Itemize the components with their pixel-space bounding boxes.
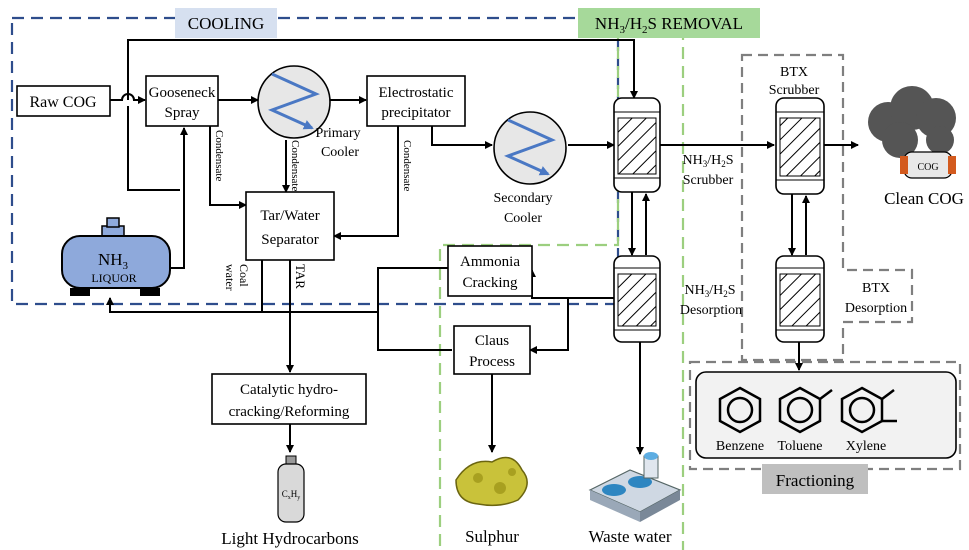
fractioning-label: Fractioning bbox=[776, 471, 855, 490]
toluene-label: Toluene bbox=[778, 439, 823, 454]
svg-text:Desorption: Desorption bbox=[680, 303, 742, 318]
gooseneck-spray-box: Gooseneck Spray bbox=[145, 75, 219, 127]
tar-label: TAR bbox=[293, 264, 308, 289]
xylene-label: Xylene bbox=[846, 439, 886, 454]
svg-text:Raw COG: Raw COG bbox=[29, 94, 97, 111]
clean-cog-label: Clean COG bbox=[884, 189, 964, 208]
svg-text:CxHy: CxHy bbox=[282, 489, 301, 501]
raw-cog-box: Raw COG bbox=[16, 85, 111, 117]
waste-water-plant-icon: Waste water bbox=[588, 452, 682, 546]
toluene-ring-icon bbox=[778, 386, 833, 434]
btx-scrubber-border bbox=[740, 53, 914, 362]
light-hydrocarbons-label: Light Hydrocarbons bbox=[221, 529, 358, 548]
svg-text:Ammonia: Ammonia bbox=[460, 254, 520, 270]
catalytic-reforming-box: Catalytic hydro- cracking/Reforming bbox=[211, 373, 367, 425]
svg-text:Scrubber: Scrubber bbox=[769, 83, 820, 98]
hydrocarbon-cylinder-icon: CxHy Light Hydrocarbons bbox=[221, 455, 359, 548]
svg-text:Cooler: Cooler bbox=[321, 145, 359, 160]
svg-text:Spray: Spray bbox=[165, 105, 200, 121]
svg-text:Gooseneck: Gooseneck bbox=[149, 85, 216, 101]
electrostatic-precipitator-box: Electrostatic precipitator bbox=[366, 75, 466, 127]
svg-text:Secondary: Secondary bbox=[493, 191, 552, 206]
fractioning-panel: Benzene Toluene Xylene bbox=[695, 371, 957, 459]
condensate-label-1: Condensate bbox=[213, 130, 225, 181]
svg-text:Cracking: Cracking bbox=[463, 275, 518, 291]
svg-text:Process: Process bbox=[469, 354, 515, 370]
secondary-cooler: Secondary Cooler bbox=[493, 111, 567, 226]
svg-text:NH3/H2S: NH3/H2S bbox=[682, 153, 733, 169]
svg-text:BTX: BTX bbox=[780, 65, 808, 80]
svg-text:Claus: Claus bbox=[475, 333, 509, 349]
sulphur-icon: Sulphur bbox=[455, 456, 528, 546]
xylene-ring-icon bbox=[840, 386, 897, 434]
removal-label: NH3/H2S REMOVAL bbox=[595, 14, 743, 36]
svg-text:NH3/H2S: NH3/H2S bbox=[684, 283, 735, 299]
claus-process-box: Claus Process bbox=[453, 325, 531, 375]
svg-text:Primary: Primary bbox=[315, 126, 360, 141]
fractioning-label-bg bbox=[762, 464, 868, 494]
svg-text:BTX: BTX bbox=[862, 281, 890, 296]
svg-text:Scrubber: Scrubber bbox=[683, 173, 734, 188]
ammonia-cracking-box: Ammonia Cracking bbox=[447, 245, 533, 297]
nh3-liquor-tank: NH3 LIQUOR bbox=[61, 217, 171, 296]
btx-scrubber-column: BTX Scrubber bbox=[769, 65, 825, 195]
waste-water-label: Waste water bbox=[588, 527, 671, 546]
cooling-label: COOLING bbox=[188, 14, 265, 33]
flow-lines bbox=[106, 39, 859, 455]
svg-text:cracking/Reforming: cracking/Reforming bbox=[229, 404, 350, 420]
tar-water-separator-box: Tar/Water Separator bbox=[245, 191, 335, 261]
svg-text:Separator: Separator bbox=[261, 232, 318, 248]
benzene-label: Benzene bbox=[716, 439, 764, 454]
svg-text:COG: COG bbox=[917, 162, 938, 173]
svg-text:precipitator: precipitator bbox=[381, 105, 450, 121]
nh3-scrubber-column: NH3/H2S Scrubber bbox=[613, 97, 734, 193]
svg-text:Electrostatic: Electrostatic bbox=[379, 85, 454, 101]
condensate-label-2: Condensate bbox=[289, 140, 301, 191]
svg-text:LIQUOR: LIQUOR bbox=[91, 271, 136, 285]
clean-cog-icon: COG Clean COG bbox=[868, 86, 964, 208]
btx-desorption-column: BTX Desorption bbox=[775, 255, 907, 343]
coal-water-label-1: Coal bbox=[237, 264, 251, 287]
svg-text:Cooler: Cooler bbox=[504, 211, 542, 226]
sulphur-label: Sulphur bbox=[465, 527, 519, 546]
condensate-label-3: Condensate bbox=[401, 140, 413, 191]
cooling-label-bg bbox=[175, 8, 277, 38]
removal-section-border bbox=[438, 28, 685, 550]
svg-text:Catalytic hydro-: Catalytic hydro- bbox=[240, 382, 338, 398]
nh3-desorption-column: NH3/H2S Desorption bbox=[613, 255, 742, 343]
primary-cooler: Primary Cooler bbox=[257, 65, 361, 160]
svg-text:Desorption: Desorption bbox=[845, 301, 907, 316]
svg-text:NH3: NH3 bbox=[98, 250, 129, 272]
coal-water-label-2: water bbox=[223, 264, 237, 291]
benzene-ring-icon bbox=[718, 386, 762, 434]
svg-text:Tar/Water: Tar/Water bbox=[260, 208, 319, 224]
removal-label-bg bbox=[578, 8, 760, 38]
